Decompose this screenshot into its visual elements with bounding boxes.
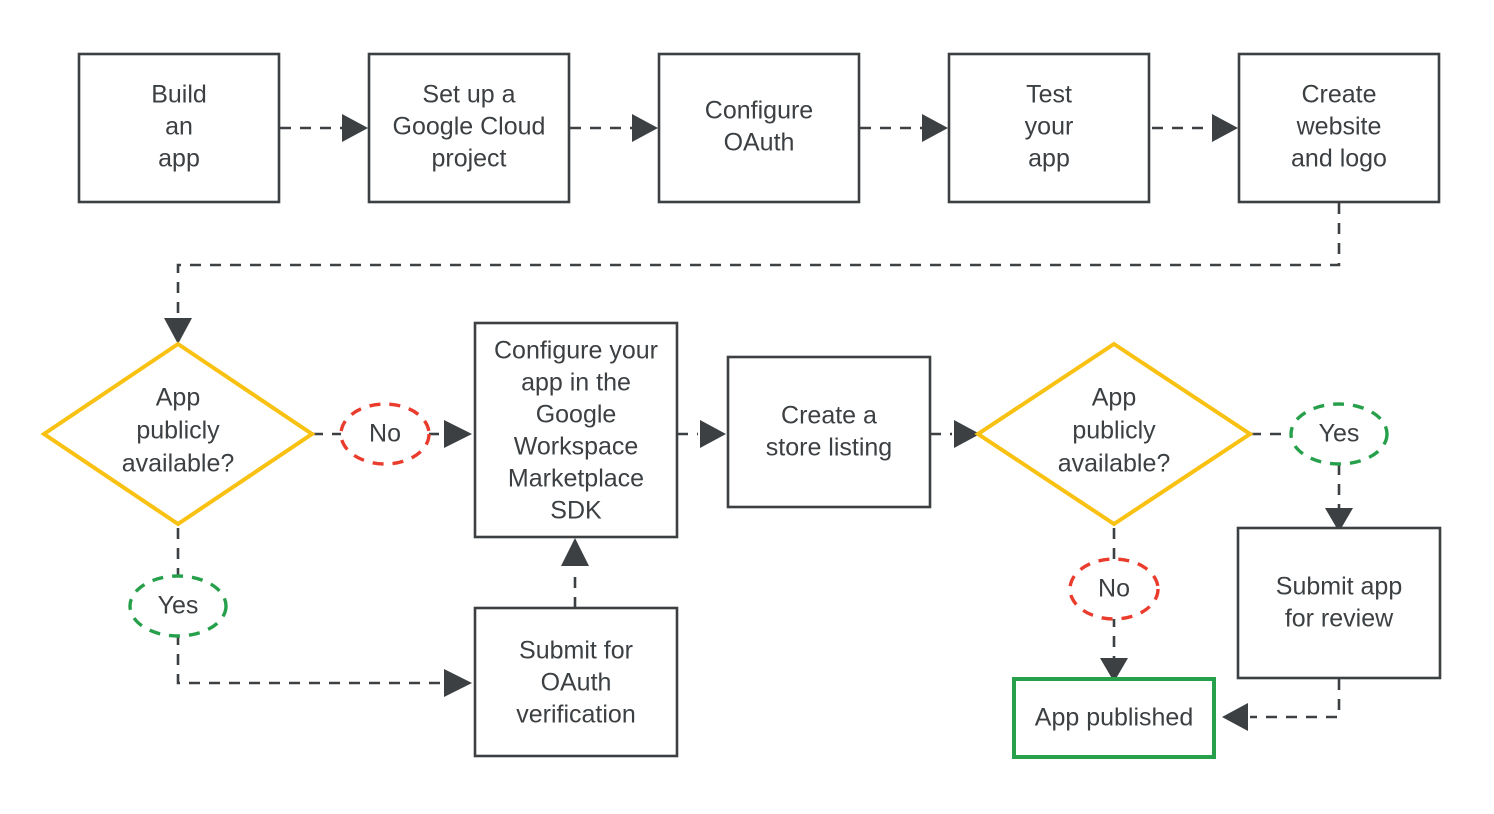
node-gcp-project-line-3: project [431, 145, 506, 173]
node-configure-sdk-line-4: Workspace [514, 433, 639, 461]
badge-right-decision-yes-label: Yes [1319, 420, 1360, 448]
edge-layer: configure_sdk --> submit_oauth_verificat… [164, 114, 1353, 731]
node-build-an-app-line-3: app [158, 145, 200, 173]
edge-create-store-listing-to-decision-right [930, 420, 980, 448]
node-create-website-line-3: and logo [1291, 145, 1387, 173]
node-decision-left-line-2: publicly [136, 417, 220, 445]
edge-submit-app-review-to-app-published [1222, 679, 1341, 731]
node-app-published[interactable]: App published [1012, 677, 1216, 759]
node-configure-sdk-line-2: app in the [521, 369, 631, 397]
edge-build-app-to-gcp-project [280, 114, 368, 142]
node-submit-oauth-line-2: OAuth [541, 669, 612, 697]
badge-right-decision-yes: Yes [1289, 402, 1389, 466]
node-submit-app-review-line-1: Submit app [1276, 573, 1402, 601]
node-decision-left-line-3: available? [122, 450, 235, 478]
node-app-published-label: App published [1035, 704, 1193, 732]
node-decision-right-line-1: App [1092, 384, 1136, 412]
node-submit-app-for-review[interactable]: Submit app for review [1236, 526, 1442, 680]
edge-configure-oauth-to-test-app [860, 114, 948, 142]
node-create-store-listing-line-1: Create a [781, 402, 877, 430]
edge-test-app-to-create-website-logo [1152, 114, 1238, 142]
node-submit-oauth-line-3: verification [516, 701, 636, 729]
node-create-website-and-logo[interactable]: Create website and logo [1237, 52, 1441, 204]
node-configure-sdk-line-6: SDK [550, 497, 602, 525]
edge-gcp-project-to-configure-oauth [570, 114, 658, 142]
node-create-website-line-2: website [1296, 113, 1382, 141]
node-submit-oauth-line-1: Submit for [519, 637, 633, 665]
edge-submit-oauth-to-configure-sdk [561, 538, 589, 608]
node-test-your-app-line-2: your [1025, 113, 1074, 141]
edge-decision-right-yes-to-submit-app-review [1250, 432, 1353, 532]
node-configure-sdk-line-1: Configure your [494, 337, 658, 365]
node-configure-oauth-line-1: Configure [705, 97, 813, 125]
badge-left-decision-no: No [339, 402, 431, 466]
node-build-an-app-line-2: an [165, 113, 193, 141]
node-decision-right-line-2: publicly [1072, 417, 1156, 445]
node-decision-app-publicly-available-left[interactable]: App publicly available? [40, 341, 316, 527]
edge-decision-left-yes-to-submit-oauth [176, 528, 472, 697]
node-test-your-app[interactable]: Test your app [947, 52, 1151, 204]
edge-decision-right-no-to-app-published [1100, 528, 1128, 682]
node-configure-oauth[interactable]: Configure OAuth [657, 52, 861, 204]
node-decision-left-line-1: App [156, 384, 200, 412]
badge-left-decision-no-label: No [369, 420, 401, 448]
node-configure-sdk-line-5: Marketplace [508, 465, 644, 493]
badge-right-decision-no-label: No [1098, 575, 1130, 603]
node-test-your-app-line-3: app [1028, 145, 1070, 173]
badge-right-decision-no: No [1068, 557, 1160, 621]
node-build-an-app[interactable]: Build an app [77, 52, 281, 204]
node-configure-sdk-line-3: Google [536, 401, 617, 429]
edge-configure-sdk-to-create-store-listing [677, 420, 726, 448]
node-gcp-project-line-2: Google Cloud [393, 113, 546, 141]
node-set-up-google-cloud-project[interactable]: Set up a Google Cloud project [367, 52, 571, 204]
node-configure-oauth-line-2: OAuth [724, 129, 795, 157]
node-create-a-store-listing[interactable]: Create a store listing [726, 355, 932, 509]
node-configure-app-in-marketplace-sdk[interactable]: Configure your app in the Google Workspa… [473, 321, 679, 539]
node-submit-for-oauth-verification[interactable]: Submit for OAuth verification [473, 606, 679, 758]
node-build-an-app-line-1: Build [151, 81, 207, 109]
node-gcp-project-line-1: Set up a [422, 81, 515, 109]
node-test-your-app-line-1: Test [1026, 81, 1072, 109]
node-submit-app-review-line-2: for review [1285, 605, 1394, 633]
badge-left-decision-yes: Yes [128, 574, 228, 638]
node-decision-right-line-3: available? [1058, 450, 1171, 478]
node-create-website-line-1: Create [1301, 81, 1376, 109]
edge-create-website-logo-to-decision-left [164, 203, 1341, 344]
badge-left-decision-yes-label: Yes [158, 592, 199, 620]
node-decision-app-publicly-available-right[interactable]: App publicly available? [974, 341, 1254, 527]
node-create-store-listing-line-2: store listing [766, 434, 892, 462]
